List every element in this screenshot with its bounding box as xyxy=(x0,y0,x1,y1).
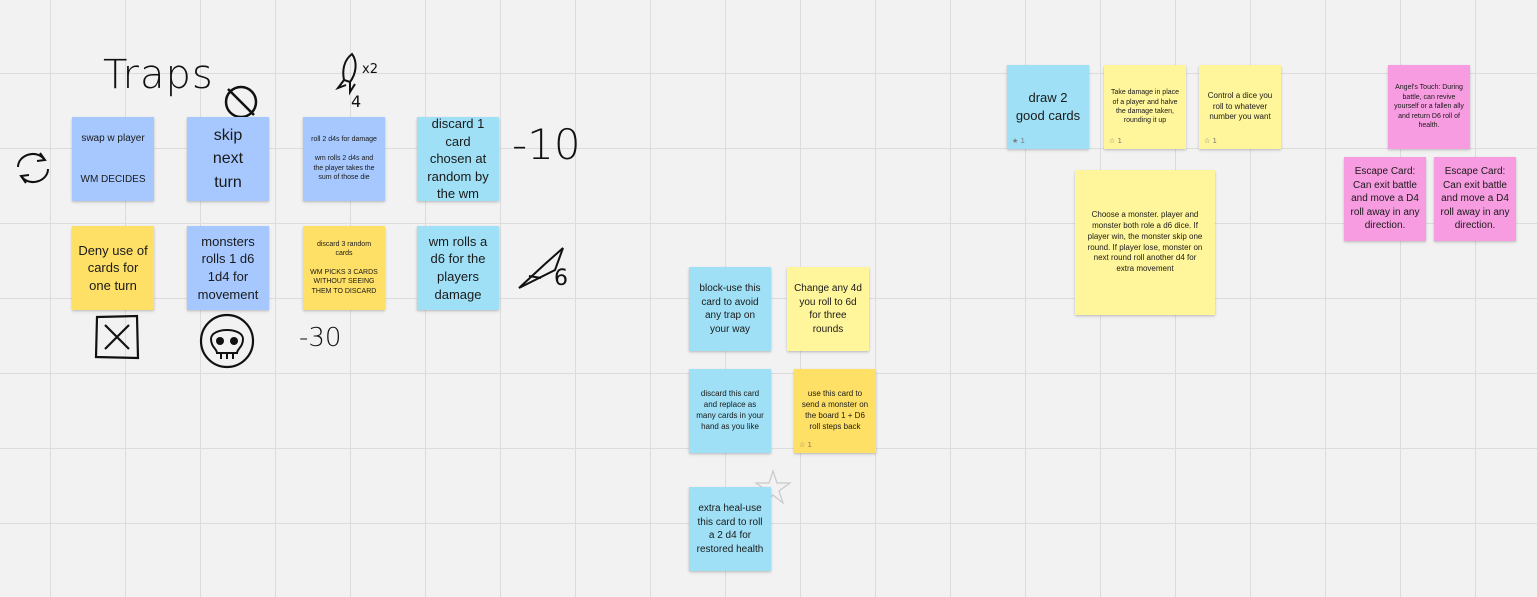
note-text: discard 1 card chosen at random by the w… xyxy=(427,116,489,202)
note-text: Escape Card: Can exit battle and move a … xyxy=(1350,166,1420,232)
note-skip-next-turn[interactable]: skip next turn xyxy=(187,117,269,201)
note-text: extra heal-use this card to roll a 2 d4 … xyxy=(696,503,764,555)
note-draw-2-good[interactable]: draw 2 good cards ★ 1 xyxy=(1007,65,1089,149)
note-text: use this card to send a monster on the b… xyxy=(801,389,869,431)
note-text: monsters rolls 1 d6 1d4 for movement xyxy=(197,233,259,302)
handwritten-minus-30: -30 xyxy=(299,323,342,353)
note-angels-touch[interactable]: Angel's Touch: During battle, can revive… xyxy=(1388,65,1470,149)
note-take-damage[interactable]: Take damage in place of a player and hal… xyxy=(1104,65,1186,149)
note-discard-1-card[interactable]: discard 1 card chosen at random by the w… xyxy=(417,116,499,202)
note-escape-card-2[interactable]: Escape Card: Can exit battle and move a … xyxy=(1434,157,1516,241)
note-text: discard 3 random cards WM PICKS 3 CARDS … xyxy=(310,240,378,295)
note-text: Escape Card: Can exit battle and move a … xyxy=(1440,166,1510,232)
dagger-six-icon xyxy=(518,247,564,289)
note-text: wm rolls a d6 for the players damage xyxy=(428,233,488,302)
note-extra-heal[interactable]: extra heal-use this card to roll a 2 d4 … xyxy=(689,487,771,571)
note-text: roll 2 d4s for damage wm rolls 2 d4s and… xyxy=(311,136,377,182)
note-escape-card-1[interactable]: Escape Card: Can exit battle and move a … xyxy=(1344,157,1426,241)
skull-icon xyxy=(199,313,255,369)
note-text: Choose a monster. player and monster bot… xyxy=(1087,210,1203,274)
note-text: Angel's Touch: During battle, can revive… xyxy=(1394,84,1464,130)
reaction-tag[interactable]: ☆ 1 xyxy=(1109,136,1122,145)
note-change-4d[interactable]: Change any 4d you roll to 6d for three r… xyxy=(787,267,869,351)
reaction-tag[interactable]: ☆ 1 xyxy=(799,440,812,449)
note-control-dice[interactable]: Control a dice you roll to whatever numb… xyxy=(1199,65,1281,149)
note-text: draw 2 good cards xyxy=(1015,90,1081,123)
note-text: swap w player WM DECIDES xyxy=(80,133,146,185)
handwritten-4: 4 xyxy=(351,92,362,111)
note-monsters-roll[interactable]: monsters rolls 1 d6 1d4 for movement xyxy=(187,226,269,310)
note-text: Change any 4d you roll to 6d for three r… xyxy=(794,283,862,335)
boxed-x-icon xyxy=(94,314,140,360)
note-text: discard this card and replace as many ca… xyxy=(696,389,764,431)
reaction-tag[interactable]: ★ 1 xyxy=(1012,136,1025,145)
handwritten-x2: x2 xyxy=(362,62,378,77)
handwritten-minus-10: -10 xyxy=(512,120,581,169)
note-text: Deny use of cards for one turn xyxy=(78,242,148,293)
note-roll-2d4-damage[interactable]: roll 2 d4s for damage wm rolls 2 d4s and… xyxy=(303,117,385,201)
note-send-monster-back[interactable]: use this card to send a monster on the b… xyxy=(794,369,876,453)
note-text: block-use this card to avoid any trap on… xyxy=(699,283,761,335)
handwritten-6: 6 xyxy=(554,266,568,291)
rotate-arrows-icon xyxy=(17,152,49,184)
reaction-tag[interactable]: ☆ 1 xyxy=(1204,136,1217,145)
rocket-icon xyxy=(335,52,357,96)
note-deny-use-cards[interactable]: Deny use of cards for one turn xyxy=(72,226,154,310)
traps-heading: Traps xyxy=(103,52,214,98)
note-text: skip next turn xyxy=(212,127,244,191)
note-wm-rolls-d6[interactable]: wm rolls a d6 for the players damage xyxy=(417,226,499,310)
prohibited-icon xyxy=(224,85,258,119)
note-discard-3-random[interactable]: discard 3 random cards WM PICKS 3 CARDS … xyxy=(303,226,385,310)
note-discard-replace[interactable]: discard this card and replace as many ca… xyxy=(689,369,771,453)
note-block-trap[interactable]: block-use this card to avoid any trap on… xyxy=(689,267,771,351)
note-swap-player[interactable]: swap w player WM DECIDES xyxy=(72,117,154,201)
note-text: Take damage in place of a player and hal… xyxy=(1110,89,1180,125)
note-text: Control a dice you roll to whatever numb… xyxy=(1207,90,1273,122)
note-choose-monster[interactable]: Choose a monster. player and monster bot… xyxy=(1075,170,1215,315)
star-icon xyxy=(754,469,792,505)
